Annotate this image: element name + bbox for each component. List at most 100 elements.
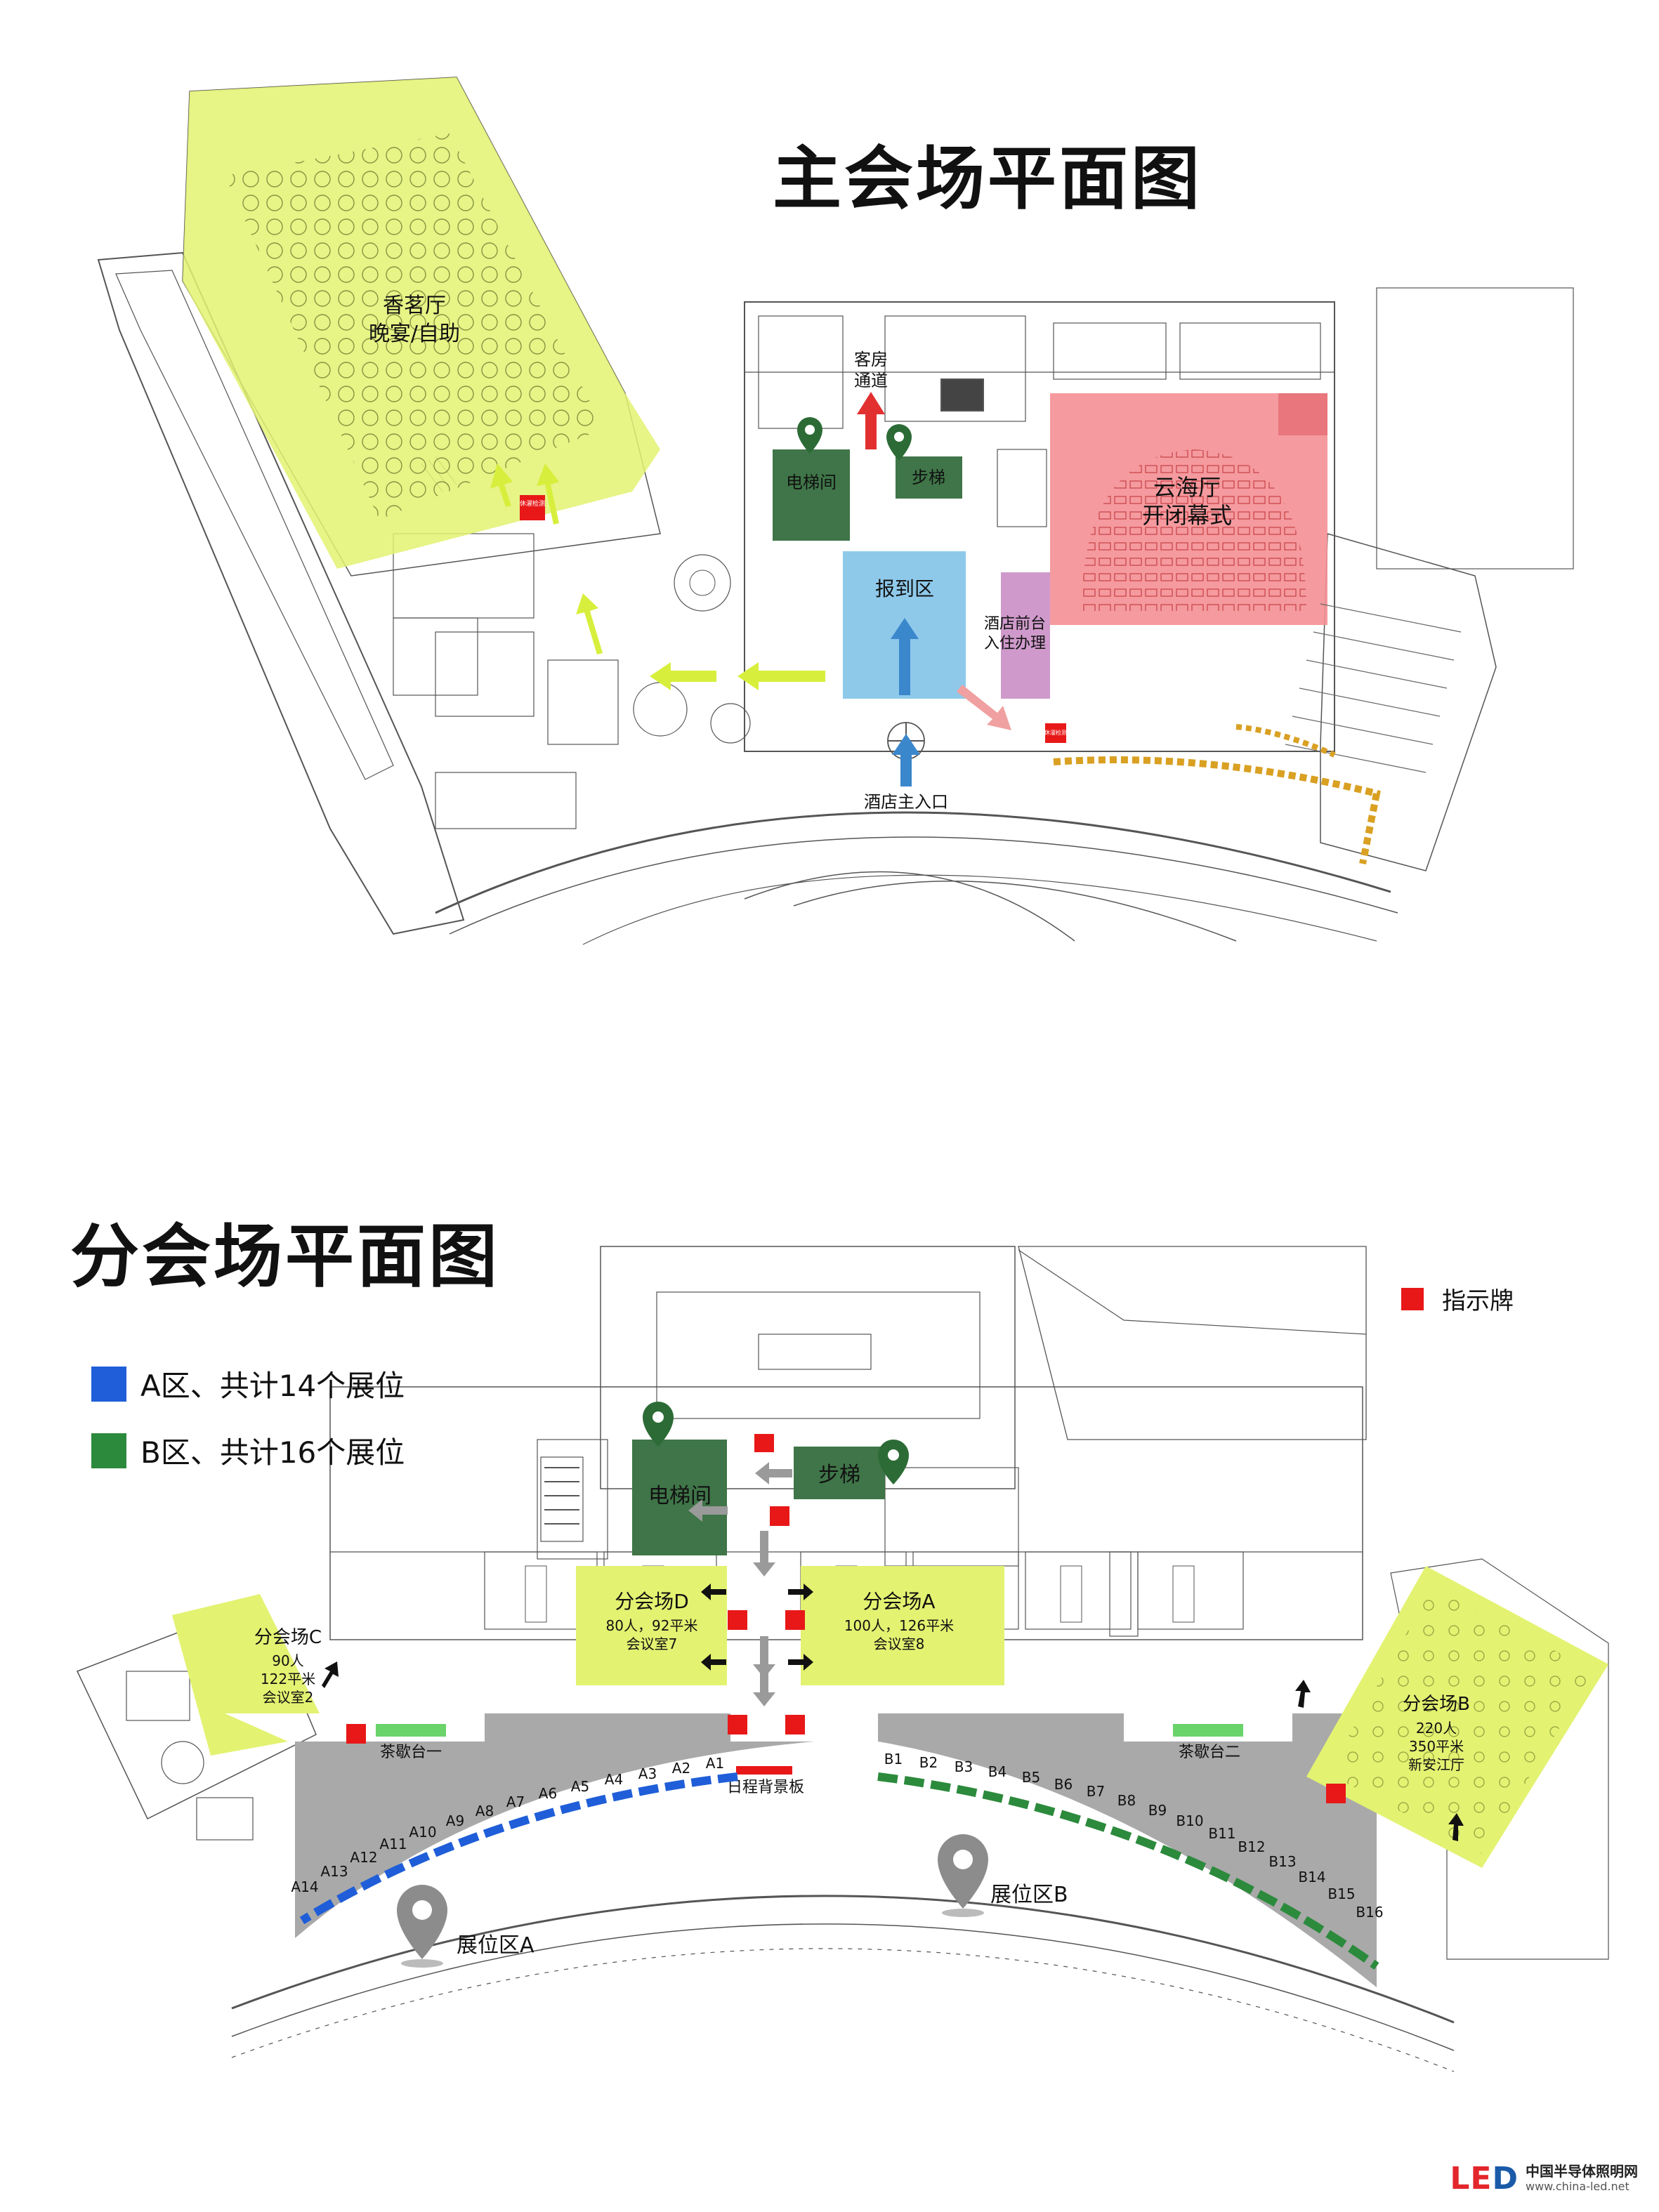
- booth-a3: A3: [638, 1765, 657, 1782]
- guest-room-line2: 通道: [854, 371, 888, 390]
- guest-room-red-arrow-icon: [857, 392, 885, 449]
- booth-a4: A4: [605, 1771, 623, 1788]
- sub-elevator-pin-icon: [643, 1402, 674, 1447]
- sub-venue-title: 分会场平面图: [70, 1217, 501, 1297]
- booth-zone-b-label: 展位区B: [990, 1883, 1068, 1907]
- booth-arc-a: [299, 1772, 738, 1925]
- booth-b7: B7: [1087, 1783, 1105, 1800]
- legend-zone-b: B区、共计16个展位: [91, 1429, 405, 1472]
- booth-b6: B6: [1054, 1776, 1073, 1793]
- xiangming-hall: [183, 77, 660, 569]
- legend-sign: 指示牌: [1401, 1282, 1514, 1316]
- booth-zone-a-label: 展位区A: [457, 1933, 535, 1958]
- site-name: 中国半导体照明网: [1526, 2162, 1638, 2180]
- booth-labels-b: B1 B2 B3 B4 B5 B6 B7 B8 B9 B10 B11 B12 B…: [884, 1751, 1384, 1921]
- logo-d: D: [1492, 2161, 1519, 2197]
- hotel-entrance-label: 酒店主入口: [864, 792, 948, 812]
- booth-a7: A7: [506, 1793, 525, 1810]
- booth-a11: A11: [379, 1836, 407, 1852]
- green-square-icon: [91, 1433, 126, 1468]
- site-url: www.china-led.net: [1526, 2179, 1630, 2193]
- blue-square-icon: [91, 1366, 126, 1402]
- lobby-block-outline: [744, 301, 1335, 752]
- booth-a2: A2: [672, 1760, 690, 1777]
- venue-d-area: [576, 1566, 727, 1685]
- booth-b16: B16: [1356, 1904, 1383, 1921]
- booth-b11: B11: [1208, 1825, 1235, 1842]
- venue-c-l2: 122平米: [261, 1671, 315, 1687]
- schedule-board-label: 日程背景板: [727, 1779, 804, 1796]
- booth-a5: A5: [571, 1778, 589, 1795]
- booth-labels-a: A1 A2 A3 A4 A5 A6 A7 A8 A9 A10 A11 A12 A…: [291, 1755, 724, 1895]
- booth-zone-a-pin-icon: [397, 1885, 447, 1968]
- main-stairs-label: 步梯: [912, 468, 945, 487]
- legend-zone-a-label: A区、共计14个展位: [140, 1369, 405, 1403]
- main-elevator-label: 电梯间: [786, 473, 837, 492]
- detection-sign-2: [1045, 723, 1066, 743]
- venue-b-l3: 新安江厅: [1408, 1756, 1464, 1773]
- booth-a6: A6: [539, 1785, 557, 1802]
- main-venue-title: 主会场平面图: [773, 139, 1203, 219]
- venue-c-l1: 90人: [272, 1652, 303, 1669]
- booth-a13: A13: [320, 1863, 348, 1880]
- logo-le: LE: [1450, 2161, 1493, 2197]
- yunhai-hall-name: 云海厅: [1153, 474, 1221, 501]
- venue-d-room: 会议室7: [627, 1635, 678, 1652]
- venue-a-room: 会议室8: [874, 1635, 925, 1652]
- booth-b12: B12: [1238, 1838, 1265, 1855]
- venue-a-area: [801, 1566, 1004, 1685]
- detection-sign-2-text: 休濯检测: [1044, 729, 1067, 736]
- venue-b-l1: 220人: [1416, 1720, 1457, 1737]
- tea-station-2: [1173, 1724, 1243, 1737]
- booth-b14: B14: [1298, 1869, 1325, 1885]
- sub-black-arrows: [322, 1584, 1464, 1841]
- site-logo: LED 中国半导体照明网 www.china-led.net: [1450, 2161, 1638, 2197]
- tea-station-1: [376, 1724, 446, 1737]
- lobby-yellow-arrows: [490, 463, 825, 690]
- booth-a1: A1: [706, 1755, 724, 1772]
- venue-b-l2: 350平米: [1409, 1738, 1464, 1755]
- registration-label: 报到区: [875, 577, 934, 600]
- venue-d-name: 分会场D: [615, 1590, 689, 1613]
- venue-a-cap: 100人，126平米: [844, 1617, 954, 1634]
- xiangming-hall-sub: 晚宴/自助: [369, 322, 460, 346]
- yunhai-hall-sub: 开闭幕式: [1142, 502, 1232, 529]
- detection-sign-1-text: 休濯检测: [520, 499, 545, 508]
- registration-blue-arrow-icon: [891, 618, 919, 695]
- main-elevator-pin-icon: [797, 417, 822, 454]
- sub-red-signs: [346, 1434, 1346, 1803]
- booth-b2: B2: [919, 1754, 938, 1771]
- booth-a12: A12: [350, 1849, 377, 1866]
- booth-b5: B5: [1022, 1769, 1040, 1786]
- booth-a10: A10: [409, 1824, 436, 1841]
- led-logo-icon: LED: [1450, 2161, 1519, 2197]
- sub-stairs-pin-icon: [878, 1440, 909, 1484]
- hotel-desk-line1: 酒店前台: [984, 615, 1046, 633]
- legend-zone-a: A区、共计14个展位: [91, 1362, 405, 1405]
- booth-b9: B9: [1148, 1802, 1167, 1819]
- main-stairs-block: [896, 456, 962, 499]
- right-lecture-room: [1285, 603, 1462, 773]
- entrance-blue-arrow-icon: [892, 734, 920, 786]
- hotel-desk-line2: 入住办理: [984, 635, 1046, 652]
- booth-arc-b: [877, 1772, 1379, 1970]
- booth-a8: A8: [476, 1803, 494, 1819]
- main-elevator-block: [773, 449, 850, 541]
- booth-b10: B10: [1176, 1812, 1203, 1829]
- venue-d-cap: 80人，92平米: [606, 1617, 698, 1634]
- sub-gray-arrows: [688, 1462, 792, 1706]
- booth-b4: B4: [988, 1763, 1006, 1780]
- orange-seat-row: [1053, 756, 1381, 864]
- venue-c-l3: 会议室2: [263, 1689, 314, 1706]
- booth-b13: B13: [1268, 1853, 1296, 1870]
- xiangming-hall-name: 香茗厅: [383, 294, 446, 318]
- sub-stairs-block: [794, 1447, 885, 1499]
- guest-room-line1: 客房: [854, 350, 888, 369]
- booth-zone-b-pin-icon: [938, 1834, 988, 1917]
- booth-b1: B1: [884, 1751, 903, 1767]
- venue-c-name: 分会场C: [254, 1627, 322, 1648]
- legend-zone-b-label: B区、共计16个展位: [140, 1435, 405, 1470]
- red-square-icon: [1401, 1287, 1424, 1310]
- booth-zone-b-floor: [878, 1713, 1377, 1987]
